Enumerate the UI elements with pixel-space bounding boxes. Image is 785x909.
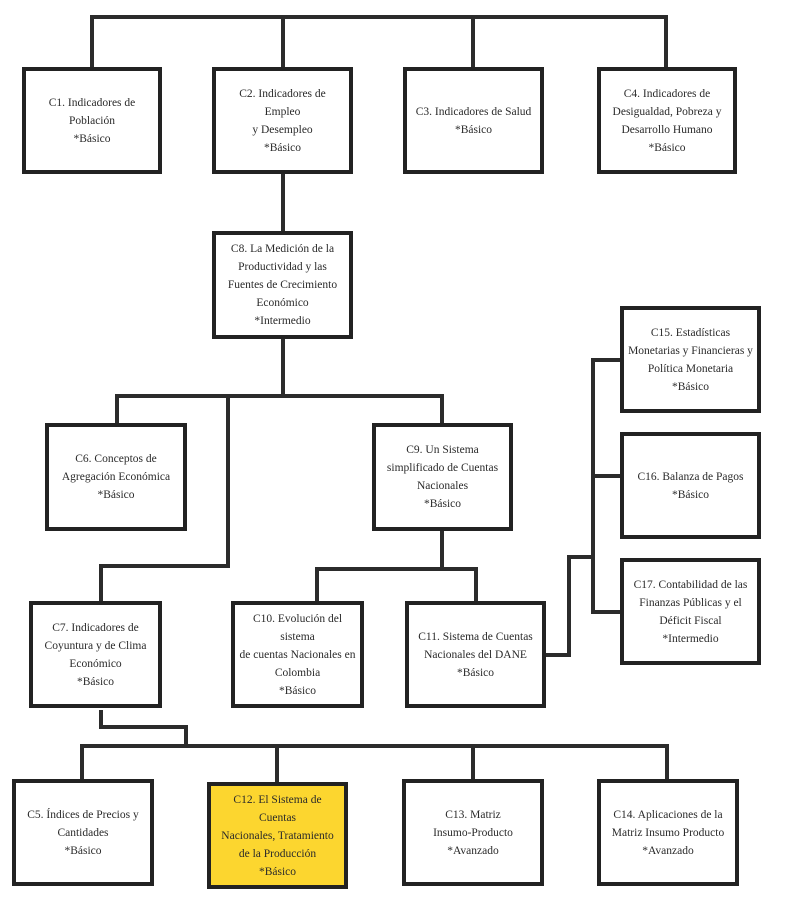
node-c15-level: *Básico	[671, 380, 710, 393]
node-c14-line2: Matriz Insumo Producto	[611, 826, 725, 839]
node-c8-line3: Fuentes de Crecimiento	[227, 279, 338, 291]
node-c6-line1: C6. Conceptos de	[75, 453, 157, 465]
node-c7: C7. Indicadores de Coyuntura y de Clima …	[29, 601, 162, 708]
node-c13-level: *Avanzado	[447, 844, 499, 857]
connector-c11-right	[545, 555, 595, 657]
node-c14-line1: C14. Aplicaciones de la	[613, 808, 723, 821]
node-c10-level: *Básico	[278, 684, 317, 697]
node-c5-line2: Cantidades	[57, 826, 109, 839]
node-c6: C6. Conceptos de Agregación Económica *B…	[45, 423, 187, 531]
node-c8: C8. La Medición de la Productividad y la…	[212, 231, 353, 339]
node-c4: C4. Indicadores de Desigualdad, Pobreza …	[597, 67, 737, 174]
node-c10-line1: C10. Evolución del sistema	[252, 612, 343, 643]
node-c16-line1: C16. Balanza de Pagos	[637, 470, 744, 483]
node-c16: C16. Balanza de Pagos *Básico	[620, 432, 761, 539]
node-c7-line3: Económico	[69, 657, 122, 670]
node-c14: C14. Aplicaciones de la Matriz Insumo Pr…	[597, 779, 739, 886]
node-c6-line2: Agregación Económica	[61, 471, 171, 483]
node-c8-level: *Intermedio	[254, 315, 311, 327]
node-c5-level: *Básico	[64, 844, 102, 857]
node-c16-level: *Básico	[671, 488, 710, 501]
node-c8-line2: Productividad y las	[238, 261, 327, 273]
node-c9-line2: simplificado de Cuentas	[386, 462, 499, 474]
node-c5: C5. Índices de Precios y Cantidades *Bás…	[12, 779, 154, 886]
node-c9-line3: Nacionales	[416, 480, 469, 492]
node-c14-level: *Avanzado	[642, 844, 694, 857]
node-c15-line1: C15. Estadísticas	[650, 326, 731, 339]
node-c7-line2: Coyuntura y de Clima	[44, 639, 147, 652]
node-c8-line1: C8. La Medición de la	[230, 243, 335, 255]
connector-c7-down	[99, 710, 188, 748]
node-c4-line3: Desarrollo Humano	[621, 123, 713, 136]
node-c9-line1: C9. Un Sistema	[406, 444, 479, 456]
node-c9: C9. Un Sistema simplificado de Cuentas N…	[372, 423, 513, 531]
node-c7-line1: C7. Indicadores de	[52, 621, 139, 634]
node-c9-level: *Básico	[423, 498, 462, 510]
node-c2: C2. Indicadores de Empleo y Desempleo *B…	[212, 67, 353, 174]
node-c7-level: *Básico	[76, 675, 115, 688]
node-c15: C15. Estadísticas Monetarias y Financier…	[620, 306, 761, 413]
node-c1-level: *Básico	[73, 132, 111, 145]
node-c4-line2: Desigualdad, Pobreza y	[612, 105, 722, 118]
node-c17-line1: C17. Contabilidad de las	[633, 578, 748, 591]
node-c17-line2: Finanzas Públicas y el	[639, 596, 742, 609]
node-c1-line2: Población	[69, 114, 115, 127]
node-c2-level: *Básico	[263, 141, 302, 154]
node-c15-line2: Monetarias y Financieras y	[628, 344, 753, 357]
node-c3-line1: C3. Indicadores de Salud	[415, 105, 532, 118]
node-c11-line1: C11. Sistema de Cuentas	[418, 630, 533, 643]
connector-c7	[99, 394, 230, 603]
node-c12: C12. El Sistema de Cuentas Nacionales, T…	[207, 782, 348, 889]
node-c13-line2: Insumo-Producto	[433, 826, 513, 839]
node-c11: C11. Sistema de Cuentas Nacionales del D…	[405, 601, 546, 708]
node-c1: C1. Indicadores de Población *Básico	[22, 67, 162, 174]
node-c4-line1: C4. Indicadores de	[623, 87, 711, 100]
node-c5-line1: C5. Índices de Precios y	[27, 808, 139, 821]
node-c11-level: *Básico	[456, 666, 495, 679]
node-c15-line3: Política Monetaria	[647, 362, 734, 375]
node-c12-line3: de la Producción	[238, 847, 317, 860]
node-c3: C3. Indicadores de Salud *Básico	[403, 67, 544, 174]
node-c17: C17. Contabilidad de las Finanzas Públic…	[620, 558, 761, 665]
node-c1-line1: C1. Indicadores de	[48, 96, 136, 109]
node-c17-line3: Déficit Fiscal	[659, 614, 722, 627]
node-c2-line1: C2. Indicadores de Empleo	[239, 87, 326, 118]
node-c17-level: *Intermedio	[662, 632, 719, 645]
node-c3-level: *Básico	[454, 123, 493, 136]
node-c2-line2: y Desempleo	[252, 123, 313, 136]
node-c12-level: *Básico	[258, 865, 297, 878]
node-c13-line1: C13. Matriz	[445, 808, 501, 821]
node-c6-level: *Básico	[97, 489, 135, 501]
node-c12-line2: Nacionales, Tratamiento	[221, 829, 334, 842]
node-c10-line2: de cuentas Nacionales en	[239, 648, 356, 661]
node-c10-line3: Colombia	[274, 666, 321, 679]
node-c8-line4: Económico	[256, 297, 309, 309]
node-c11-line2: Nacionales del DANE	[424, 648, 527, 661]
node-c12-line1: C12. El Sistema de Cuentas	[233, 793, 322, 824]
node-c4-level: *Básico	[648, 141, 686, 154]
node-c10: C10. Evolución del sistema de cuentas Na…	[231, 601, 364, 708]
node-c13: C13. Matriz Insumo-Producto *Avanzado	[402, 779, 544, 886]
